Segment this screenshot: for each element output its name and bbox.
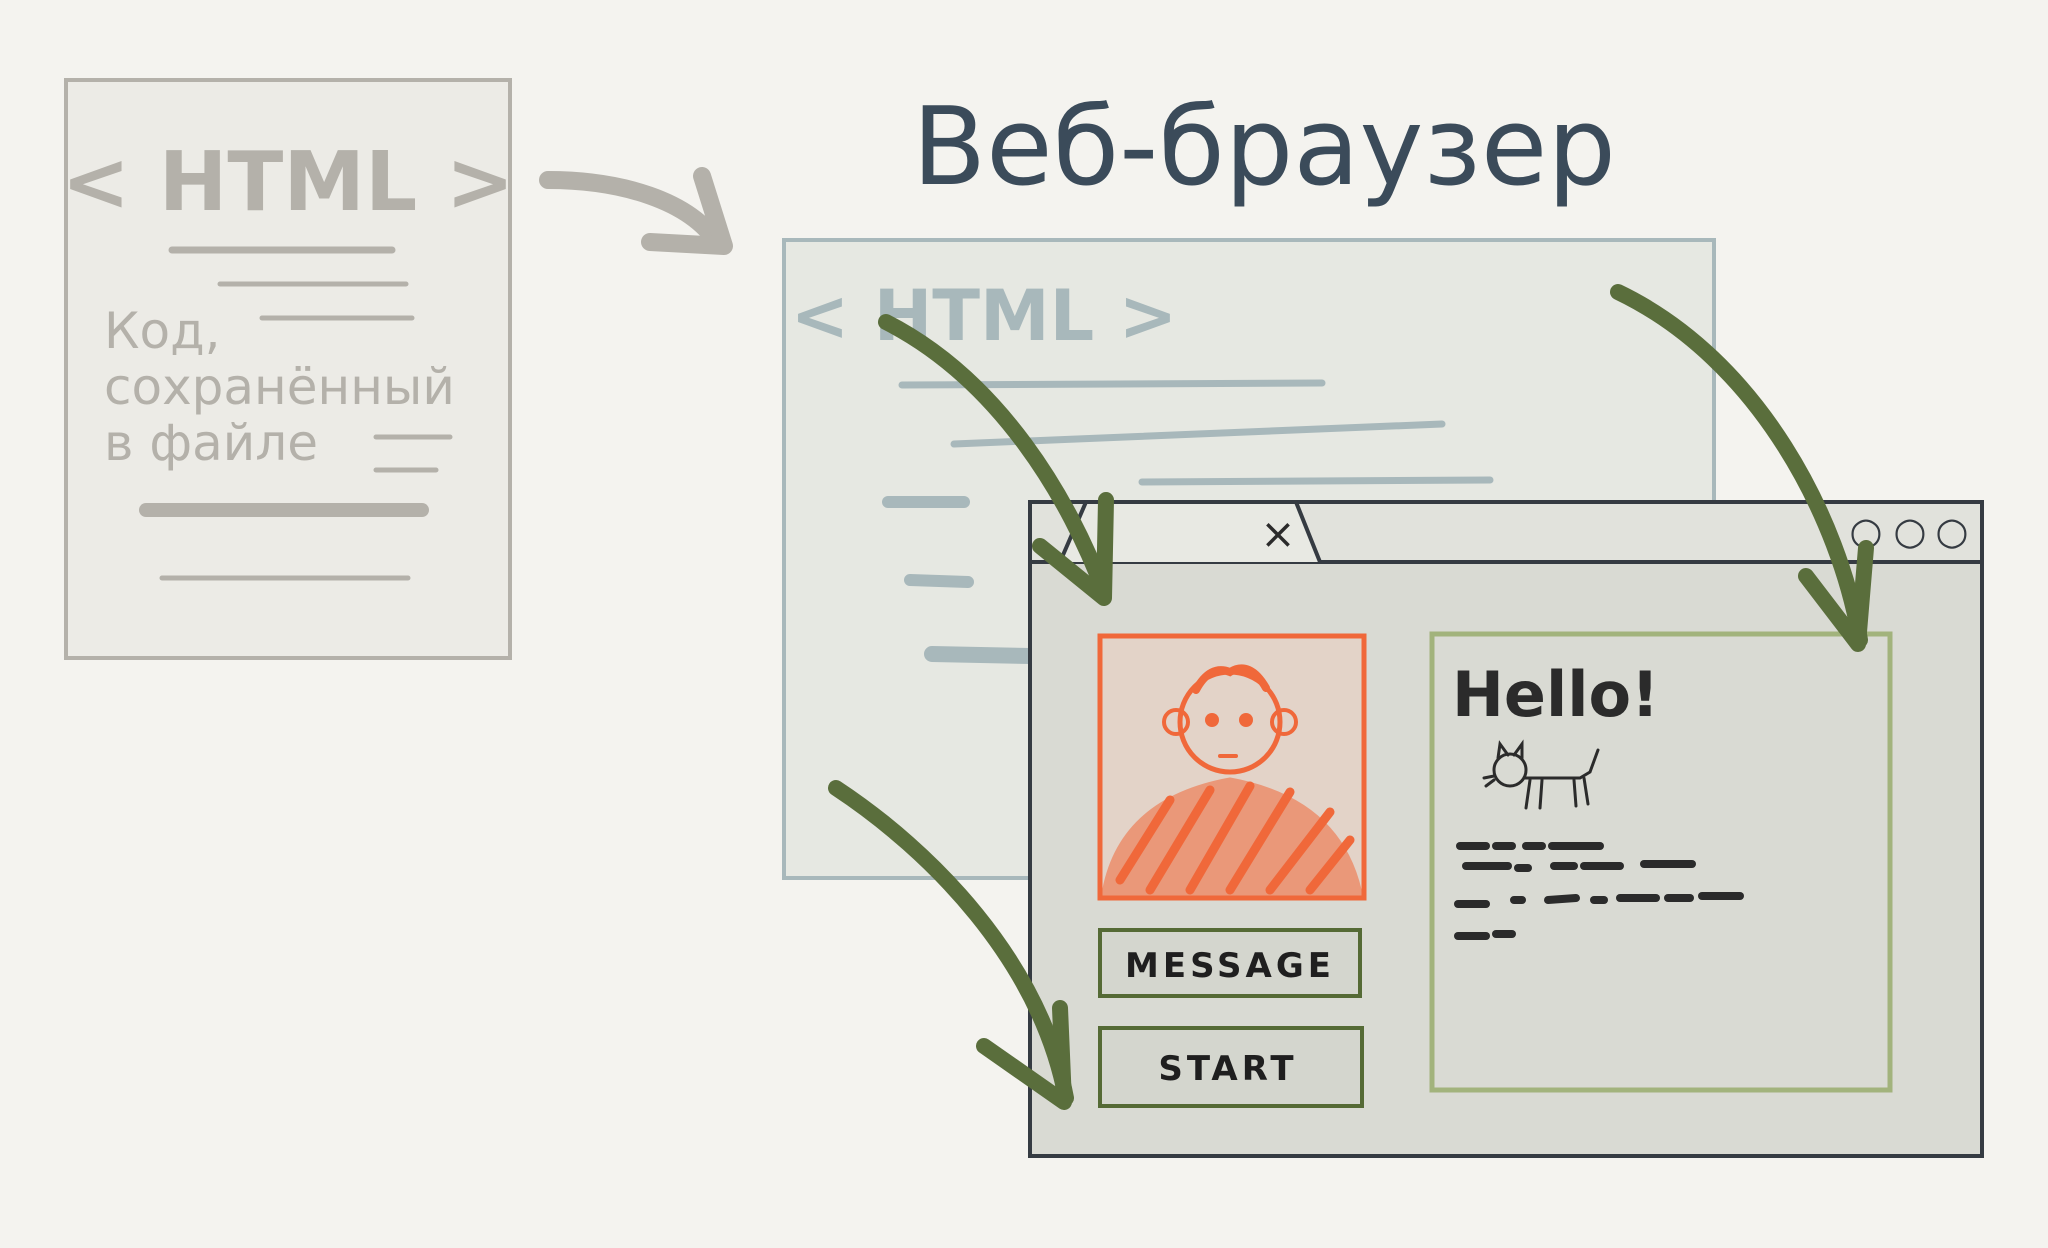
source-code-line [1138, 476, 1494, 486]
window-control-icon[interactable]: ○ [1893, 509, 1926, 553]
source-code-line [950, 420, 1446, 448]
file-caption-line-1: Код, [104, 302, 221, 360]
file-caption-line-3: в файле [104, 414, 318, 472]
content-text-lines [1454, 842, 1744, 940]
cat-icon [1482, 739, 1600, 810]
start-button-label: START [1158, 1049, 1297, 1089]
source-code-line [904, 574, 974, 588]
source-code-line [924, 646, 1038, 664]
window-control-icon[interactable]: ○ [1935, 509, 1968, 553]
source-html-tag: < HTML > [791, 275, 1178, 357]
message-button[interactable] [1098, 928, 1362, 998]
file-html-tag: < HTML > [62, 135, 515, 230]
person-icon [1097, 633, 1367, 901]
arrow-icon [828, 780, 1074, 1110]
message-button-label: MESSAGE [1125, 946, 1335, 986]
close-icon[interactable]: × [1260, 509, 1295, 558]
arrow-icon [539, 167, 733, 255]
start-button[interactable] [1098, 1026, 1364, 1108]
content-heading: Hello! [1452, 658, 1659, 731]
arrow-icon [1610, 284, 1874, 652]
html-file-document: < HTML > Код, сохранённый в файле [62, 78, 515, 660]
file-page [64, 78, 512, 660]
diagram-title: Веб-браузер [912, 85, 1616, 210]
file-caption-line-2: сохранённый [104, 358, 455, 416]
rendered-browser-window: × ○ ○ ○ MESSAGE START Hello! [1028, 500, 1984, 1158]
arrow-icon [878, 314, 1114, 606]
